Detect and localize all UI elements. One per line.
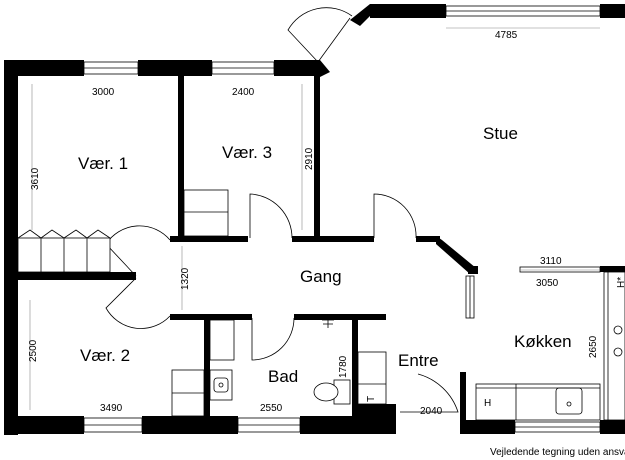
wall-diagonal-top: [312, 60, 330, 78]
wall-gang-bottom-2: [294, 314, 386, 320]
wall-bottom-left: [4, 416, 84, 434]
wall-left: [4, 60, 18, 435]
room-label-entre: Entre: [398, 351, 439, 370]
marker-t: T: [366, 396, 377, 402]
room-label-gang: Gang: [300, 267, 342, 286]
kitchen-counters: [475, 269, 625, 421]
room-label-bad: Bad: [268, 367, 298, 386]
dim-vaer1-width: 3000: [92, 87, 115, 98]
wall-bottom-mid: [142, 416, 238, 434]
wall-vaer1-vaer3: [178, 76, 184, 242]
wall-gang-right: [468, 266, 478, 274]
wall-gang-top-1: [170, 236, 248, 242]
dim-kokken-outer: 3110: [540, 256, 562, 267]
wall-bottom-kitchen: [460, 420, 515, 434]
wall-entre-right: [460, 372, 466, 424]
room-label-kokken: Køkken: [514, 332, 572, 351]
wall-kitchen-top: [600, 266, 625, 272]
wall-top-mid: [138, 60, 212, 76]
wall-bottom-bad: [300, 416, 358, 434]
dim-entre-width: 2040: [420, 406, 443, 417]
dim-vaer3-width: 2400: [232, 87, 255, 98]
dim-kokken-depth: 2650: [588, 335, 599, 358]
marker-h-star: H*: [616, 277, 625, 288]
wall-vaer1-bottom: [18, 272, 136, 280]
wall-stue-top-right: [600, 4, 625, 18]
entre-cabinet: [357, 351, 387, 405]
room-label-vaer2: Vær. 2: [80, 346, 130, 365]
dim-vaer3-depth: 2910: [304, 147, 315, 170]
wall-top-right: [274, 60, 320, 76]
dim-vaer2-depth: 2500: [28, 339, 39, 362]
wardrobe-vaer2: [171, 369, 205, 417]
dim-vaer2-width: 3490: [100, 403, 123, 414]
wardrobe-vaer1: [17, 229, 111, 273]
room-label-vaer1: Vær. 1: [78, 154, 128, 173]
dim-stue-width: 4785: [495, 30, 518, 41]
wall-stue-top: [370, 4, 446, 18]
wall-vaer3-right: [314, 76, 320, 242]
marker-h: H: [484, 398, 491, 409]
wall-bottom-right: [600, 420, 625, 434]
dim-bad-depth: 1780: [338, 355, 349, 378]
dim-gang-depth: 1320: [180, 267, 191, 290]
wall-bottom-entre: [352, 404, 396, 434]
windows: [83, 5, 601, 433]
wall-bad-left: [204, 318, 210, 418]
dim-vaer1-depth: 3610: [30, 167, 41, 190]
footer-note: Vejledende tegning uden ansvar: [490, 447, 625, 458]
wardrobe-vaer3: [183, 189, 229, 237]
dim-kokken-inner: 3050: [536, 278, 559, 289]
wall-gang-diag: [436, 236, 476, 274]
bathroom-fixtures: [209, 319, 351, 405]
dimension-lines: [29, 27, 600, 410]
doors: [105, 7, 459, 413]
dim-bad-width: 2550: [260, 403, 283, 414]
wall-bad-right: [352, 318, 358, 414]
room-label-stue: Stue: [483, 124, 518, 143]
wall-gang-top-2: [292, 236, 374, 242]
wall-top-left: [4, 60, 84, 76]
wall-gang-top-3: [416, 236, 440, 242]
wall-gang-bottom-1: [170, 314, 252, 320]
room-label-vaer3: Vær. 3: [222, 143, 272, 162]
